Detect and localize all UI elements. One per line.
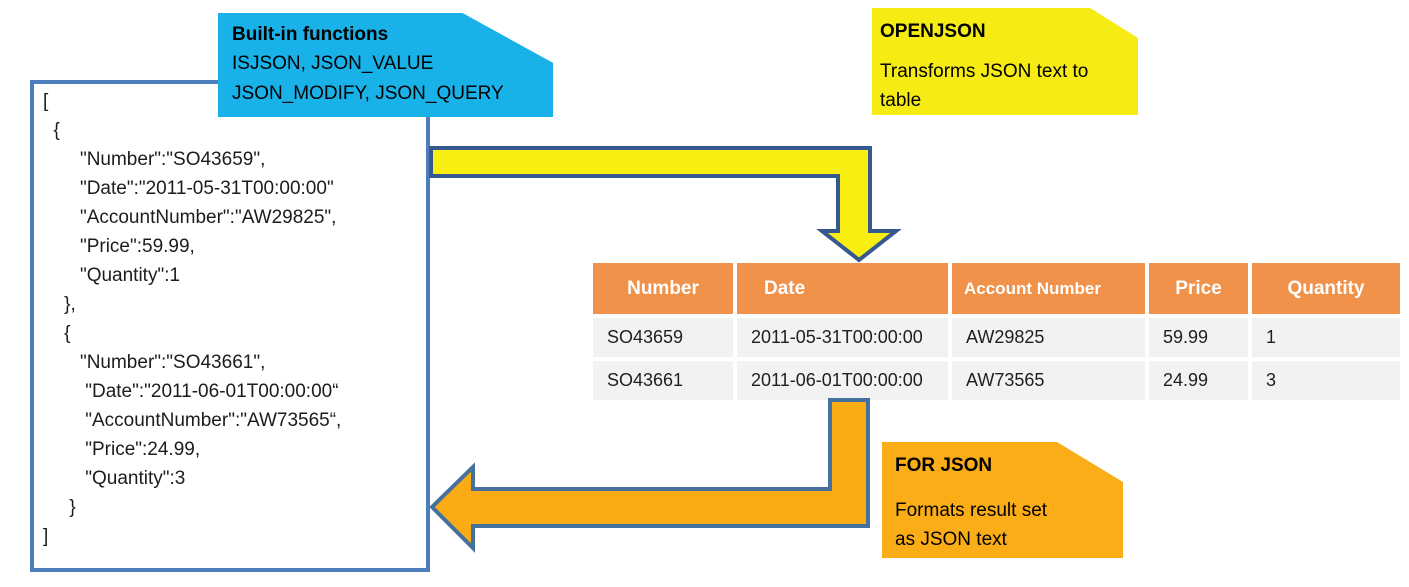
json-code-line: "Date":"2011-05-31T00:00:00" (43, 178, 334, 199)
column-header-quantity: Quantity (1252, 263, 1400, 314)
callout-text-line: JSON_MODIFY, JSON_QUERY (232, 83, 504, 104)
table-cell-date: 2011-05-31T00:00:00 (737, 318, 948, 357)
callout-text-line: Formats result set (895, 500, 1048, 521)
table-cell-price: 24.99 (1149, 361, 1248, 400)
json-code-line: "Quantity":1 (43, 265, 181, 286)
table-cell-quantity: 3 (1252, 361, 1400, 400)
column-header-price: Price (1149, 263, 1248, 314)
json-code-line: [ (43, 91, 49, 112)
table-cell-quantity: 1 (1252, 318, 1400, 357)
forjson-callout: FOR JSON Formats result set as JSON text (882, 442, 1123, 558)
openjson-callout: OPENJSON Transforms JSON text to table (872, 8, 1138, 115)
table-cell-date: 2011-06-01T00:00:00 (737, 361, 948, 400)
json-code-line: "Number":"SO43659", (43, 149, 266, 170)
table-row: SO43661 2011-06-01T00:00:00 AW73565 24.9… (593, 361, 1400, 400)
callout-text-line: as JSON text (895, 529, 1007, 550)
table-header-row: Number Date Account Number Price Quantit… (593, 263, 1400, 314)
json-code-line: "Number":"SO43661", (43, 352, 266, 373)
json-code-line: ] (43, 526, 49, 547)
json-code-line: } (43, 497, 76, 518)
table-cell-account-number: AW29825 (952, 318, 1145, 357)
json-code-line: "Quantity":3 (43, 468, 186, 489)
json-code-line: { (43, 323, 71, 344)
callout-text-line: Transforms JSON text to (880, 61, 1089, 82)
table-cell-number: SO43661 (593, 361, 733, 400)
callout-text-line: table (880, 90, 922, 111)
table-cell-account-number: AW73565 (952, 361, 1145, 400)
table-cell-number: SO43659 (593, 318, 733, 357)
forjson-arrow-icon (429, 398, 870, 553)
column-header-account-number: Account Number (952, 263, 1145, 314)
json-code-line: }, (43, 294, 76, 315)
table-row: SO43659 2011-05-31T00:00:00 AW29825 59.9… (593, 318, 1400, 357)
json-code-line: "AccountNumber":"AW73565“, (43, 410, 342, 431)
json-code-line: "Date":"2011-06-01T00:00:00“ (43, 381, 339, 402)
result-table: Number Date Account Number Price Quantit… (593, 263, 1400, 400)
json-code-line: "Price":59.99, (43, 236, 195, 257)
json-source-box: [ { "Number":"SO43659", "Date":"2011-05-… (30, 80, 430, 572)
json-code-line: { (43, 120, 60, 141)
callout-title: OPENJSON (880, 21, 986, 42)
callout-title: FOR JSON (895, 455, 993, 476)
callout-text-line: ISJSON, JSON_VALUE (232, 53, 434, 74)
json-code-line: "Price":24.99, (43, 439, 201, 460)
callout-title: Built-in functions (232, 24, 389, 45)
table-cell-price: 59.99 (1149, 318, 1248, 357)
builtin-functions-callout: Built-in functions ISJSON, JSON_VALUE JS… (218, 13, 553, 117)
column-header-number: Number (593, 263, 733, 314)
column-header-date: Date (737, 263, 948, 314)
json-code-line: "AccountNumber":"AW29825", (43, 207, 337, 228)
openjson-arrow-icon (429, 146, 902, 263)
